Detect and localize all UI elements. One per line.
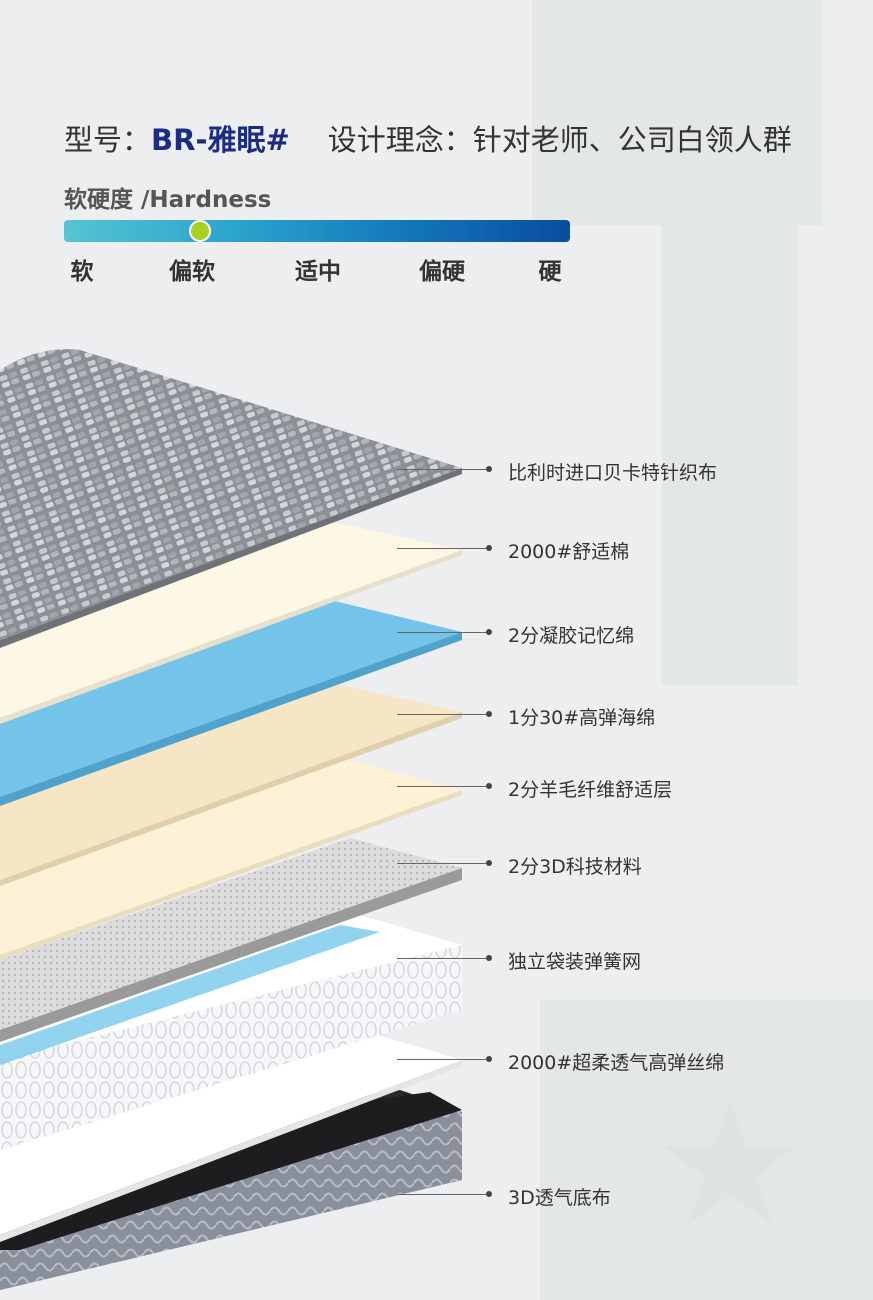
- callout-line: [397, 786, 489, 787]
- callout-dot: [486, 711, 492, 717]
- layer-label-3d-material: 2分3D科技材料: [508, 856, 642, 878]
- hardness-label: 软硬度 /Hardness: [64, 187, 272, 213]
- callout-dot: [486, 860, 492, 866]
- hardness-tick-medium-firm: 偏硬: [419, 259, 465, 285]
- model-label: 型号：: [64, 123, 152, 157]
- hardness-tick-medium: 适中: [295, 259, 341, 285]
- callout-dot: [486, 545, 492, 551]
- callout-dot: [486, 783, 492, 789]
- layer-label-pocket-springs: 独立袋装弹簧网: [508, 951, 642, 973]
- callout-dot: [486, 1056, 492, 1062]
- hardness-bar: [64, 220, 570, 242]
- hardness-tick-soft: 软: [70, 259, 94, 285]
- callout-line: [397, 1194, 489, 1195]
- star-icon: [664, 1100, 796, 1223]
- callout-line: [397, 714, 489, 715]
- model-value: BR-雅眠#: [151, 123, 290, 157]
- hardness-tick-medium-soft: 偏软: [169, 259, 215, 285]
- callout-line: [397, 632, 489, 633]
- callout-dot: [486, 955, 492, 961]
- layer-label-base-fabric: 3D透气底布: [508, 1187, 611, 1209]
- callout-dot: [486, 629, 492, 635]
- layer-label-silk-floss: 2000#超柔透气高弹丝绵: [508, 1052, 725, 1074]
- layer-label-gel-memory-foam: 2分凝胶记忆绵: [508, 625, 635, 647]
- background-letter-shape: [532, 0, 822, 225]
- title-row: 型号：BR-雅眠# 设计理念：针对老师、公司白领人群: [64, 117, 792, 159]
- callout-line: [397, 548, 489, 549]
- callout-dot: [486, 466, 492, 472]
- layer-label-wool-layer: 2分羊毛纤维舒适层: [508, 779, 673, 801]
- callout-dot: [486, 1191, 492, 1197]
- callout-line: [397, 469, 489, 470]
- layer-label-comfort-cotton: 2000#舒适棉: [508, 541, 630, 563]
- callout-line: [397, 958, 489, 959]
- callout-line: [397, 863, 489, 864]
- layer-label-knit-fabric: 比利时进口贝卡特针织布: [508, 462, 718, 484]
- hardness-tick-firm: 硬: [538, 259, 562, 285]
- background-letter-shape: [662, 225, 798, 685]
- design-concept: 设计理念：针对老师、公司白领人群: [327, 123, 792, 157]
- hardness-marker: [188, 220, 211, 242]
- callout-line: [397, 1059, 489, 1060]
- layer-label-hr-foam: 1分30#高弹海绵: [508, 707, 656, 729]
